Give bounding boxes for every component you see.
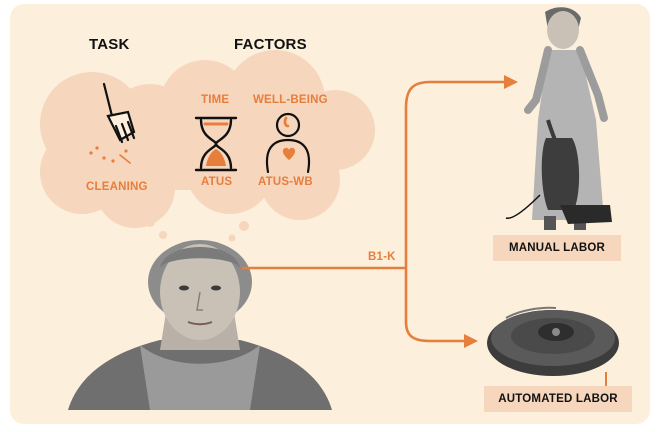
- automated-labor-tag: AUTOMATED LABOR: [484, 386, 632, 412]
- time-label: TIME: [201, 94, 230, 106]
- atus-label: ATUS: [201, 176, 233, 188]
- thought-cloud: [40, 50, 375, 228]
- thought-bubble-dots: [145, 217, 249, 242]
- task-header: TASK: [89, 36, 130, 53]
- woman-portrait: [68, 240, 332, 410]
- manual-labor-tag: MANUAL LABOR: [493, 235, 621, 261]
- cleaning-label: CLEANING: [86, 181, 148, 193]
- broom-icon: [89, 82, 136, 164]
- factors-header: FACTORS: [234, 36, 307, 53]
- vacuum-woman-image: [505, 7, 612, 230]
- manual-labor-label: MANUAL LABOR: [508, 242, 606, 254]
- robot-vacuum-image: [487, 306, 619, 386]
- atus-wb-label: ATUS-WB: [258, 176, 313, 188]
- arrow-heads: [464, 75, 518, 348]
- connector-arrows: [242, 80, 506, 343]
- hourglass-icon: [194, 116, 238, 172]
- automated-labor-label: AUTOMATED LABOR: [498, 393, 618, 405]
- wellbeing-person-icon: [265, 112, 311, 174]
- wellbeing-label: WELL-BEING: [253, 94, 328, 106]
- connector-label: B1-K: [368, 251, 396, 263]
